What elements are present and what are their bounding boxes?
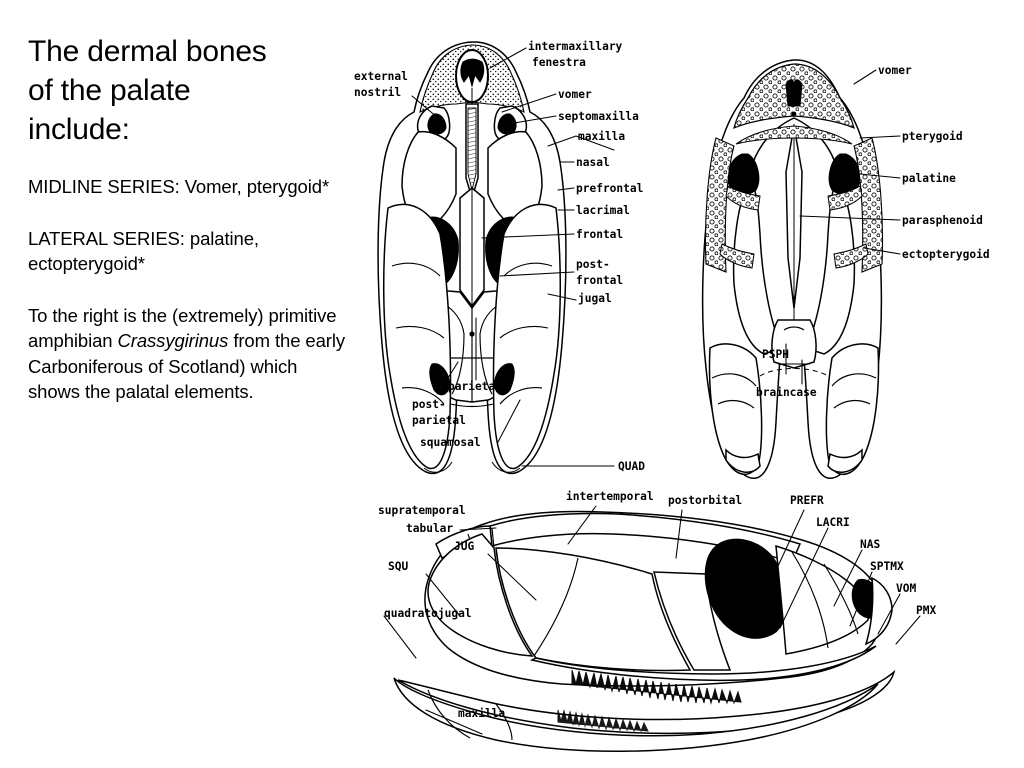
- label-prefrontal: prefrontal: [576, 182, 643, 195]
- label-postfrontal-line1: post-: [576, 258, 610, 271]
- label-supratemporal: supratemporal: [378, 504, 466, 517]
- title-line-3: include:: [28, 113, 130, 146]
- label-external-nostril-line2: nostril: [354, 86, 401, 99]
- label-nas: NAS: [860, 538, 880, 551]
- palatal-skull-svg: vomer pterygoid palatine parasphenoid ec…: [701, 59, 990, 479]
- label-frontal: frontal: [576, 228, 623, 241]
- label-postfrontal-line2: frontal: [576, 274, 623, 287]
- label-lacrimal: lacrimal: [576, 204, 630, 217]
- label-quadratojugal-text: quadratojugal: [384, 607, 472, 620]
- label-jugal: jugal: [578, 292, 612, 305]
- dorsal-skull-figure: intermaxillary fenestra external nostril…: [352, 28, 652, 488]
- label-intermaxillary-fenestra-line1: intermaxillary: [528, 40, 623, 53]
- dorsal-skull-drawing: [377, 41, 567, 475]
- label-pmx: PMX: [916, 604, 936, 617]
- label-pterygoid: pterygoid: [902, 130, 963, 143]
- label-postorbital: postorbital: [668, 494, 742, 507]
- closing-text-part-2: from the early Carboniferous of Scotland…: [28, 330, 346, 403]
- lateral-skull-labels: intertemporal supratemporal tabular post…: [378, 490, 936, 735]
- palatal-skull-figure: vomer pterygoid palatine parasphenoid ec…: [664, 48, 1024, 493]
- label-parietal: parietal: [448, 380, 502, 393]
- label-ectopterygoid: ectopterygoid: [902, 248, 990, 261]
- label-sptmx: SPTMX: [870, 560, 904, 573]
- label-squamosal: squamosal: [420, 436, 481, 449]
- label-postparietal-line2: parietal: [412, 414, 466, 427]
- title-line-2: of the palate: [28, 74, 191, 107]
- genus-name: Crassygirinus: [117, 330, 229, 352]
- label-vomer: vomer: [878, 64, 912, 77]
- page-title: The dermal bones of the palate include:: [28, 32, 348, 149]
- label-nasal: nasal: [576, 156, 610, 169]
- dorsal-skull-svg: intermaxillary fenestra external nostril…: [354, 40, 645, 475]
- label-external-nostril-line1: external: [354, 70, 408, 83]
- label-maxilla-text: maxilla: [458, 707, 506, 720]
- label-maxilla: maxilla: [578, 130, 625, 143]
- midline-series-paragraph: MIDLINE SERIES: Vomer, pterygoid*: [28, 176, 330, 197]
- label-septomaxilla: septomaxilla: [558, 110, 639, 123]
- palatal-skull-labels: vomer pterygoid palatine parasphenoid ec…: [756, 64, 990, 399]
- label-vom: VOM: [896, 582, 916, 595]
- palatal-skull-drawing: [701, 59, 884, 479]
- label-quad: QUAD: [618, 460, 645, 473]
- label-psph: PSPH: [762, 348, 789, 361]
- lateral-skull-figure: intertemporal supratemporal tabular post…: [372, 488, 952, 756]
- title-line-1: The dermal bones: [28, 35, 267, 68]
- label-prefr: PREFR: [790, 494, 824, 507]
- label-jug: JUG: [454, 540, 474, 553]
- slide-text-column: The dermal bones of the palate include: …: [28, 32, 348, 405]
- lateral-skull-svg: intertemporal supratemporal tabular post…: [378, 490, 936, 752]
- label-intertemporal: intertemporal: [566, 490, 654, 503]
- label-braincase: braincase: [756, 386, 817, 399]
- label-palatine: palatine: [902, 172, 956, 185]
- lateral-skull-drawing: [393, 510, 896, 752]
- closing-paragraph: To the right is the (extremely) primitiv…: [28, 303, 348, 405]
- label-vomer: vomer: [558, 88, 592, 101]
- label-tabular: tabular: [406, 522, 453, 535]
- label-lacri: LACRI: [816, 516, 850, 529]
- lateral-series-paragraph: LATERAL SERIES: palatine, ectopterygoid*: [28, 227, 259, 275]
- label-parasphenoid: parasphenoid: [902, 214, 983, 227]
- dorsal-skull-labels: intermaxillary fenestra external nostril…: [354, 40, 645, 473]
- label-postparietal-line1: post-: [412, 398, 446, 411]
- label-intermaxillary-fenestra-line2: fenestra: [532, 56, 586, 69]
- closing-text-part-1: To the right is the (extremely) primitiv…: [28, 304, 337, 352]
- label-squ: SQU: [388, 560, 408, 573]
